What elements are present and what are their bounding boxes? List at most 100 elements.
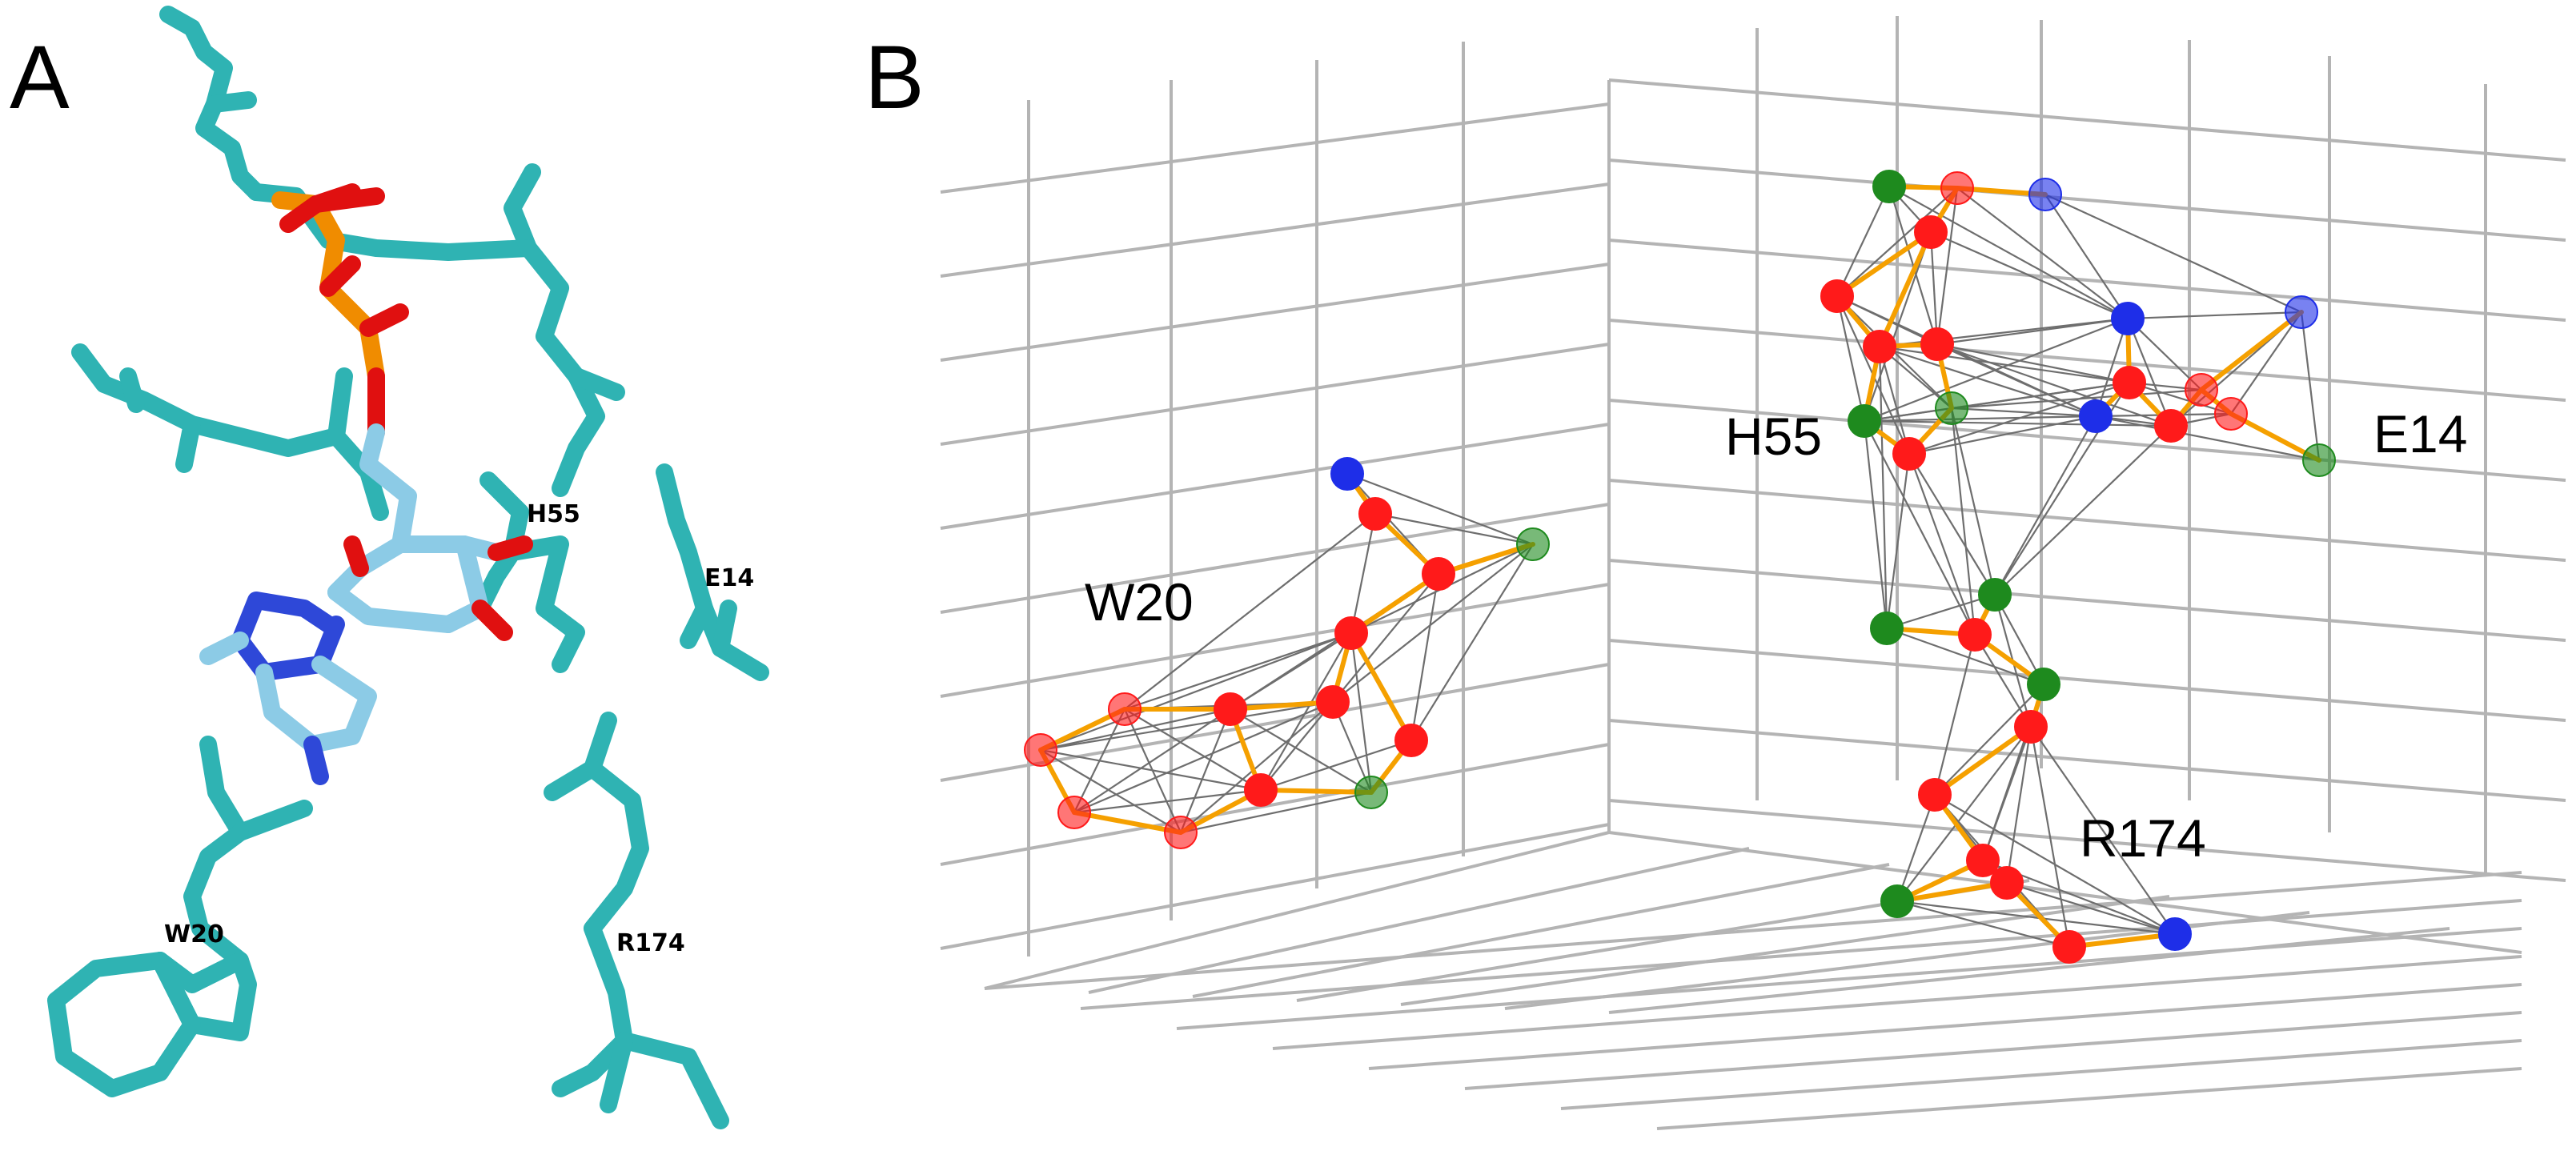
grid-right-horizontal-7 [1608,639,2566,722]
panel-a-stick-model: A H55 E14 W20 R174 [10,6,769,1129]
residue-h55-branch [568,367,625,401]
contact-edge-90 [1950,407,1996,596]
node-h6 [1863,330,1896,363]
oxygen-p2-b [319,255,361,297]
contact-edge-39 [1936,187,1959,345]
oxygen-p2-a [359,303,409,337]
grid-box [940,16,2566,1130]
contact-edge-81 [2095,415,2320,462]
contact-edge-16 [1040,708,1231,752]
contact-edge-70 [1908,415,2097,455]
node-r10 [2052,930,2086,964]
grid-left-horizontal-2 [940,263,1610,362]
label-r174-a: R174 [616,929,685,957]
oxygen-ribose-1 [488,535,533,561]
contact-edge-97 [1994,594,2044,685]
contact-edge-79 [2230,311,2302,415]
contact-edge-102 [1934,684,2044,796]
node-w1 [1330,457,1364,491]
contact-edge-100 [1974,634,2032,728]
node-w7 [1214,692,1247,726]
contact-edge-45 [1863,231,1932,422]
label-w20-a: W20 [164,920,224,948]
backbone-edge-10 [1072,810,1183,835]
contact-edge-41 [2044,194,2302,313]
backbone-edge-40 [1895,880,2009,904]
contact-edge-32 [1124,513,1376,710]
residue-left-chain [71,343,345,457]
contact-edge-36 [1836,186,1890,297]
residue-h55-ring [471,535,585,673]
contact-edge-24 [1040,748,1262,792]
contact-edge-67 [1951,381,2130,410]
adenine-n [303,736,329,785]
grid-floor-b-3 [1272,955,2522,1050]
node-w13 [1354,776,1388,809]
grid-floor-b-4 [1368,983,2522,1070]
contact-edge-7 [1410,573,1440,741]
contact-edge-80 [2300,311,2321,461]
contact-edge-61 [2127,318,2202,391]
phosphate-chain-1 [271,191,345,297]
contact-edge-94 [1908,453,1996,596]
contact-edge-52 [1878,346,1911,455]
node-w3 [1422,557,1455,591]
contact-edge-58 [1936,343,2172,427]
contact-edge-60 [2126,318,2173,427]
contact-edge-107 [2030,726,2176,935]
contact-edge-85 [1863,420,1888,629]
node-w14 [1394,724,1428,757]
panel-a-letter: A [10,27,70,127]
node-w5 [1334,616,1368,650]
grid-right-horizontal-6 [1608,559,2566,642]
grid-left-horizontal-8 [940,743,1610,866]
node-r2 [1870,612,1904,645]
oxygen-p1-c [307,187,385,213]
contact-edge-40 [1956,187,2129,319]
grid-right-horizontal-1 [1608,158,2566,242]
node-r9 [1880,884,1914,918]
grid-right-horizontal-9 [1608,799,2566,882]
contact-edge-87 [1878,346,1888,629]
contact-edge-66 [1864,419,2172,427]
contact-edge-28 [1124,632,1352,711]
contact-edge-65 [1864,415,2097,423]
contact-edge-104 [2005,726,2032,884]
contact-edge-89 [1864,420,1976,636]
node-w12 [1244,773,1278,807]
contact-edge-68 [1951,407,2097,418]
contact-edge-9 [1260,632,1352,791]
backbone-edge-42 [2067,932,2177,949]
node-h10 [1935,391,1968,425]
contact-edge-26 [1180,791,1372,834]
ligand-ribose-ring-3 [327,559,457,633]
residue-left-stub [119,367,145,413]
contact-edge-18 [1179,708,1232,833]
contact-edge-47 [1836,295,1866,422]
contact-edge-53 [1879,345,2130,384]
grid-floor-b-0 [984,871,2522,990]
node-h8 [2111,302,2145,335]
node-w11 [1164,816,1198,849]
grid-right-horizontal-5 [1608,479,2566,562]
grid-left-horizontal-1 [940,182,1610,278]
grid-floor-b-1 [1080,899,2522,1010]
contact-edge-117 [1934,794,2176,935]
contact-edge-0 [1346,472,1534,546]
node-h1 [1872,170,1906,203]
contact-edge-62 [2127,311,2302,320]
label-r174-b: R174 [2080,808,2206,868]
contact-edge-114 [1896,900,2070,948]
grid-floor-a-6 [1608,927,2450,1014]
node-r4 [2027,668,2060,701]
grid-floor-b-2 [1176,927,2522,1030]
contact-edge-59 [2094,318,2129,417]
grid-left-horizontal-9 [940,823,1610,950]
node-r7 [1966,844,2000,877]
residue-w20-chain [199,736,313,841]
contact-edge-13 [1260,701,1334,791]
contact-edge-38 [1836,187,1958,297]
node-h9 [1848,404,1881,438]
backbone-edge-5 [1349,631,1414,743]
contact-edge-93 [1994,425,2172,596]
